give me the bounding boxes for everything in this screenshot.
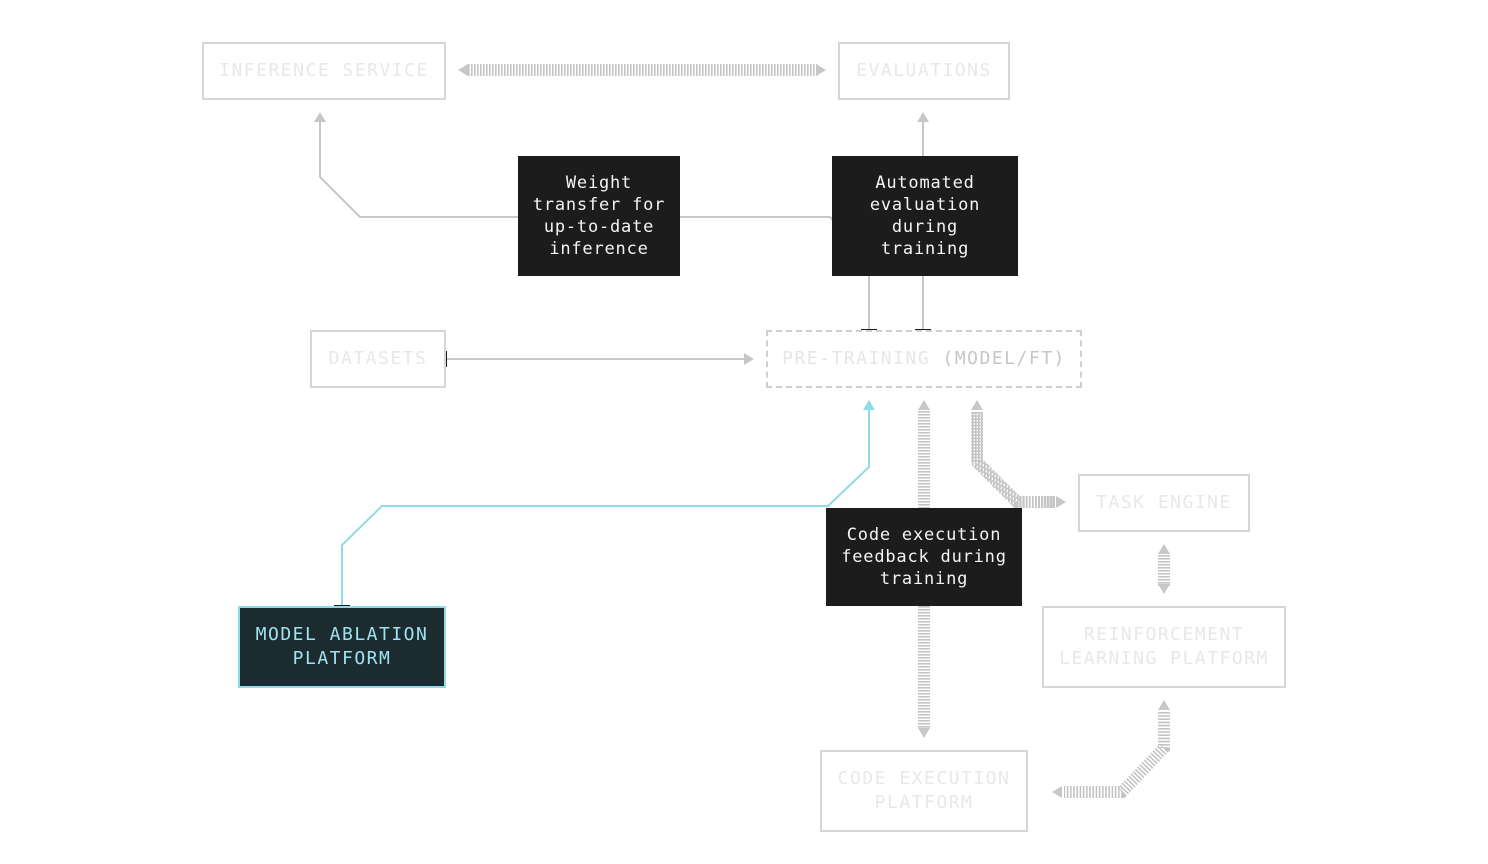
evaluations-node[interactable]: EVALUATIONS [838, 42, 1010, 100]
model-ablation-connector [341, 410, 870, 607]
rl-code-link [1052, 700, 1170, 798]
pretraining-suffix: (MODEL/FT) [942, 348, 1066, 369]
task-rl-link [1158, 544, 1170, 594]
inference-service-node[interactable]: INFERENCE SERVICE [202, 42, 446, 100]
task-engine-link [971, 400, 1066, 508]
arrowhead-right [744, 353, 754, 365]
model-ablation-platform-node[interactable]: MODEL ABLATION PLATFORM [238, 606, 446, 688]
code-execution-platform-node[interactable]: CODE EXECUTION PLATFORM [820, 750, 1028, 832]
arrowhead-up [917, 112, 929, 122]
arrowhead-up [314, 112, 326, 122]
inference-evaluations-link [458, 64, 826, 76]
datasets-node[interactable]: DATASETS [310, 330, 446, 388]
arrowhead-up [863, 400, 875, 410]
task-engine-node[interactable]: TASK ENGINE [1078, 474, 1250, 532]
pretraining-node[interactable]: PRE-TRAINING (MODEL/FT) [766, 330, 1082, 388]
rl-platform-node[interactable]: REINFORCEMENT LEARNING PLATFORM [1042, 606, 1286, 688]
weight-transfer-label: Weight transfer for up-to-date inference [518, 156, 680, 276]
code-feedback-label: Code execution feedback during training [826, 508, 1022, 606]
pretraining-title: PRE-TRAINING [782, 348, 931, 369]
automated-eval-label: Automated evaluation during training [832, 156, 1018, 276]
